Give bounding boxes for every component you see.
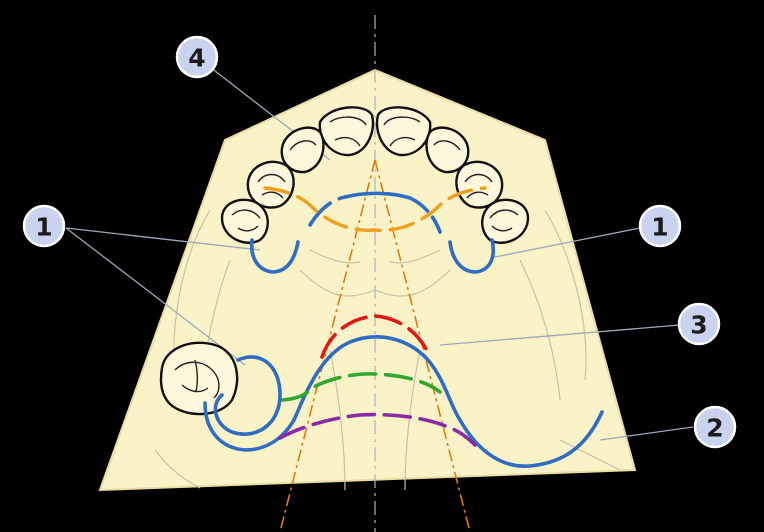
orange-dashed-arc	[263, 186, 487, 233]
molar-tooth	[159, 341, 239, 416]
callout-label: 4	[188, 44, 205, 73]
callout-top-4: 4	[175, 35, 219, 79]
callout-left-1: 1	[22, 204, 66, 248]
callout-right-1: 1	[638, 204, 682, 248]
callout-right-3: 3	[677, 302, 721, 346]
green-dashed-arc	[281, 372, 442, 402]
anterior-teeth	[220, 106, 530, 244]
callout-label: 3	[690, 311, 707, 340]
callout-label: 2	[706, 414, 723, 443]
callout-label: 1	[35, 213, 52, 242]
purple-dashed-arc	[278, 412, 477, 447]
red-dashed-arc	[320, 314, 432, 359]
callout-label: 1	[651, 213, 668, 242]
callout-right-2: 2	[693, 405, 737, 449]
